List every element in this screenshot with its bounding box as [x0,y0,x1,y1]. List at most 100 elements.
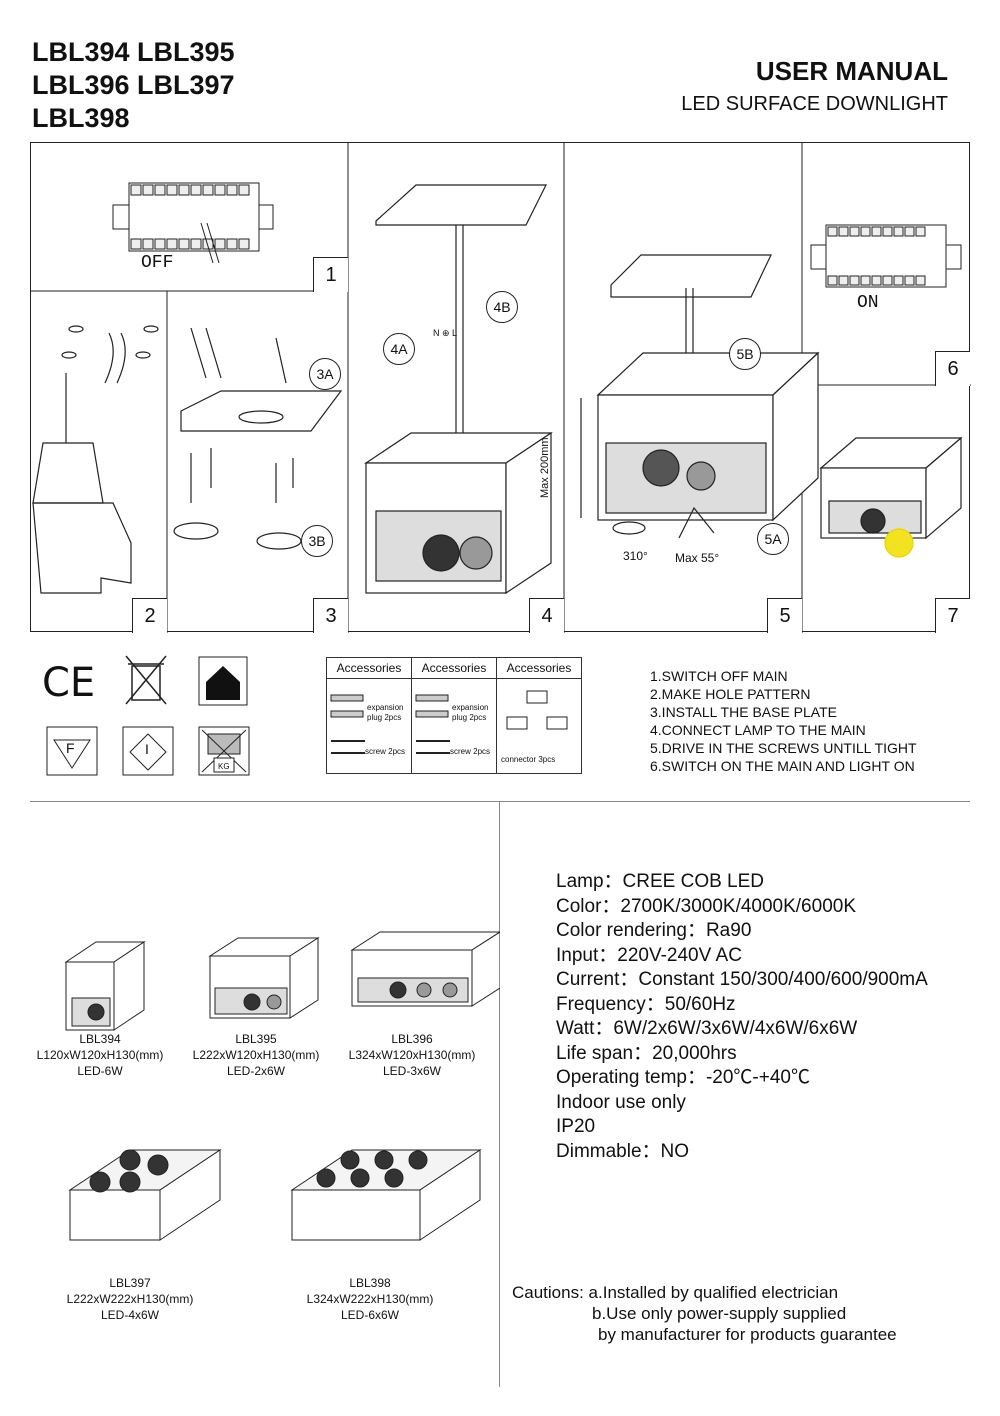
installation-step-list: 1.SWITCH OFF MAIN 2.MAKE HOLE PATTERN 3.… [650,667,917,775]
accessories-header-row: Accessories Accessories Accessories [327,658,581,679]
spec-item: IP20 [556,1116,596,1137]
step-item: 4.CONNECT LAMP TO THE MAIN [650,722,866,738]
base-plate-illustration [173,327,343,550]
model-line: LBL394 LBL395 [32,37,235,67]
installation-steps-grid: OFF ON 3A 3B 4A 4B N ⊕ L 5B 5A Max 200mm… [30,142,971,633]
terminal-block-off [112,182,274,264]
product-model: LBL396 [391,1032,433,1046]
caution-line: b.Use only power-supply supplied [592,1304,847,1323]
step-number-1: 1 [313,257,348,292]
screw-label: screw 2pcs [365,747,406,756]
model-line: LBL398 [32,103,130,133]
accessories-table: Accessories Accessories Accessories expa… [326,657,582,774]
product-card-lbl395: LBL395 L222xW120xH130(mm) LED-2x6W [171,1031,341,1079]
spec-item: Indoor use only [556,1091,686,1113]
step-tag-3a: 3A [309,358,341,390]
lamp-lit-illustration [819,436,963,558]
manual-title-block: USER MANUAL LED SURFACE DOWNLIGHT [681,56,948,116]
spec-item: Input：220V-240V AC [556,944,742,966]
product-power: LED-3x6W [382,1064,441,1078]
caution-line: Cautions: a.Installed by qualified elect… [512,1283,839,1302]
spec-item: Color rendering：Ra90 [556,920,752,941]
screw-label: screw 2pcs [450,747,491,756]
product-power: LED-4x6W [100,1308,159,1322]
spec-item: Lamp：CREE COB LED [556,871,765,892]
grid-lines [31,143,971,633]
step-tag-4b: 4B [486,291,518,323]
plug-screw-icon [415,694,450,754]
model-line: LBL396 LBL397 [32,70,235,100]
f-mark-label: F [66,740,75,756]
product-size: L324xW222xH130(mm) [306,1292,434,1306]
plug-label: expansion plug 2pcs [452,703,489,722]
product-power: LED-6x6W [340,1308,399,1322]
weee-bin-icon [125,655,167,705]
accessories-col-1: expansion plug 2pcs screw 2pcs [327,679,412,773]
wire-labels: N ⊕ L [433,328,458,338]
plug-label: expansion plug 2pcs [367,703,404,722]
spec-item: Current：Constant 150/300/400/600/900mA [556,969,928,990]
lamp-box-illustration-4 [364,184,553,595]
manual-title: USER MANUAL [755,56,948,86]
step-number-4: 4 [529,598,564,633]
class-i-icon [122,726,174,776]
step-number-2: 2 [132,598,167,633]
spec-item: Life span：20,000hrs [556,1042,737,1064]
step-tag-5a: 5A [757,523,789,555]
spec-item: Operating temp：-20℃-+40℃ [556,1067,810,1088]
product-model: LBL394 [79,1032,121,1046]
spec-item: Dimmable：NO [556,1140,690,1162]
class-i-label: I [145,741,149,757]
step-tag-4a: 4A [383,333,415,365]
on-label: ON [857,293,879,313]
specifications-list: Lamp：CREE COB LED Color：2700K/3000K/4000… [556,870,928,1164]
step-item: 1.SWITCH OFF MAIN [650,668,788,684]
product-model: LBL395 [235,1032,277,1046]
step-number-5: 5 [767,598,802,633]
product-size: L222xW222xH130(mm) [66,1292,194,1306]
plug-screw-icon [330,694,365,754]
kg-label: KG [218,762,230,771]
step-tag-3b: 3B [301,525,333,557]
connector-label: connector 3pcs [501,755,556,764]
accessories-header: Accessories [327,658,412,678]
product-card-lbl397: LBL397 L222xW222xH130(mm) LED-4x6W [45,1275,215,1323]
column-divider [499,802,500,1387]
accessories-col-3: connector 3pcs [497,679,581,773]
step-item: 5.DRIVE IN THE SCREWS UNTILL TIGHT [650,740,917,756]
accessories-header: Accessories [412,658,497,678]
model-list: LBL394 LBL395 LBL396 LBL397 LBL398 [32,36,235,135]
connector-icon [506,690,568,730]
product-power: LED-6W [77,1064,123,1078]
step-item: 3.INSTALL THE BASE PLATE [650,704,837,720]
cautions-block: Cautions: a.Installed by qualified elect… [512,1282,897,1345]
product-card-lbl398: LBL398 L324xW222xH130(mm) LED-6x6W [285,1275,455,1323]
accessories-header: Accessories [506,661,572,675]
spec-item: Frequency：50/60Hz [556,993,736,1015]
drill-illustration [32,325,159,594]
step-number-7: 7 [935,598,970,633]
indoor-house-icon [198,656,248,706]
product-model: LBL397 [109,1276,151,1290]
product-model: LBL398 [349,1276,391,1290]
f-mark-icon [46,726,98,776]
manual-subtitle: LED SURFACE DOWNLIGHT [681,93,948,115]
step-tag-5b: 5B [729,338,761,370]
product-size: L120xW120xH130(mm) [36,1048,164,1062]
spec-item: Color：2700K/3000K/4000K/6000K [556,895,857,917]
ce-mark: CE [42,660,96,706]
off-label: OFF [141,253,174,273]
tilt-label: Max 55° [675,551,720,565]
product-illustrations [64,931,500,1241]
no-insulation-cover-icon [198,726,250,776]
product-card-lbl396: LBL396 L324xW120xH130(mm) LED-3x6W [327,1031,497,1079]
spec-item: Watt：6W/2x6W/3x6W/4x6W/6x6W [556,1018,858,1039]
step-item: 6.SWITCH ON THE MAIN AND LIGHT ON [650,758,915,774]
product-size: L222xW120xH130(mm) [192,1048,320,1062]
step-number-3: 3 [313,598,348,633]
max-height-label: Max 200mm [539,437,551,498]
terminal-block-on [810,224,962,288]
lamp-box-illustration-5 [580,254,820,539]
step-number-6: 6 [935,351,970,386]
product-card-lbl394: LBL394 L120xW120xH130(mm) LED-6W [15,1031,185,1079]
